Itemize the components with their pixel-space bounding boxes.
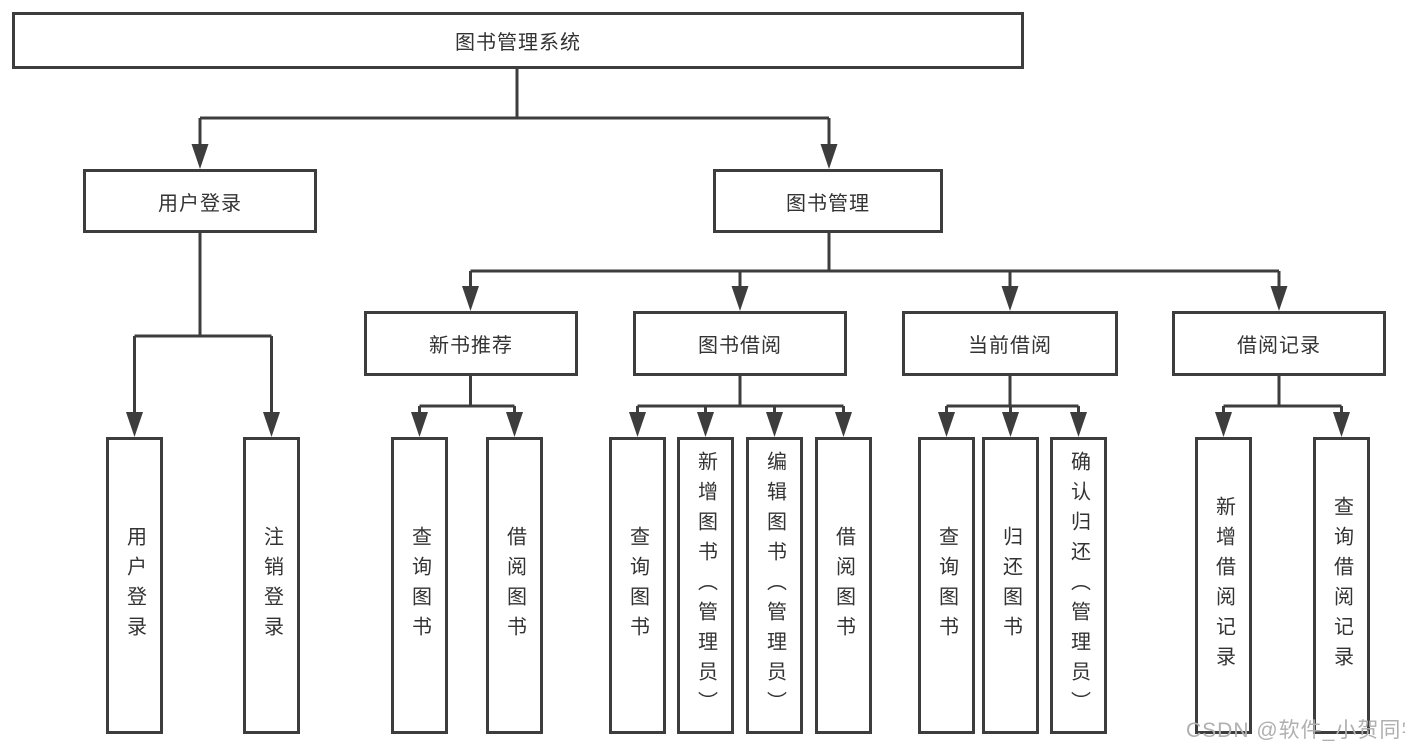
leaf-add-borrow-record: 新增借阅记录 (1195, 437, 1252, 734)
leaf-label: 新增借阅记录 (1212, 495, 1235, 676)
arrow-down-icon (1001, 286, 1019, 311)
csdn-watermark: CSDN @软件_小贺同学 (1186, 719, 1405, 742)
connector-user-login-to-leaves (126, 233, 280, 437)
leaf-label: 归还图书 (999, 525, 1022, 646)
node-new-book-recommend: 新书推荐 (364, 311, 578, 376)
arrow-down-icon (697, 412, 714, 437)
leaf-return-books: 归还图书 (982, 437, 1039, 734)
leaf-label: 用户登录 (123, 525, 146, 646)
leaf-label: 查询借阅记录 (1330, 495, 1353, 676)
connector-borrow-records-to-leaves (1215, 376, 1350, 437)
leaf-query-books-recommend: 查询图书 (391, 437, 448, 734)
connector-book-management-to-level3 (462, 232, 1288, 311)
leaf-label: 查询图书 (408, 525, 431, 646)
arrow-down-icon (411, 412, 428, 437)
leaf-user-login: 用户登录 (106, 437, 163, 734)
arrow-down-icon (731, 286, 749, 311)
arrow-down-icon (1270, 286, 1288, 311)
leaf-borrow-books: 借阅图书 (815, 437, 872, 734)
leaf-logout: 注销登录 (243, 437, 300, 734)
leaf-confirm-return-admin: 确认归还（管理员） (1050, 437, 1107, 734)
leaf-add-book-admin: 新增图书（管理员） (677, 437, 734, 734)
arrow-down-icon (766, 412, 783, 437)
connector-new-book-rec-to-leaves (411, 376, 523, 437)
arrow-down-icon (1215, 412, 1232, 437)
leaf-borrow-books-recommend: 借阅图书 (486, 437, 543, 734)
arrow-down-icon (1070, 412, 1087, 437)
arrow-down-icon (820, 144, 838, 169)
arrow-down-icon (506, 412, 523, 437)
node-book-management: 图书管理 (713, 169, 943, 233)
connector-root-to-level2 (191, 68, 838, 169)
arrow-down-icon (1333, 412, 1350, 437)
leaf-query-books-current: 查询图书 (918, 437, 975, 734)
arrow-down-icon (462, 286, 479, 311)
leaf-label: 注销登录 (260, 525, 283, 646)
leaf-label: 新增图书（管理员） (694, 450, 717, 721)
connector-current-borrow-to-leaves (938, 376, 1087, 437)
leaf-label: 编辑图书（管理员） (763, 450, 786, 721)
leaf-label: 查询图书 (626, 525, 649, 646)
leaf-label: 确认归还（管理员） (1067, 450, 1090, 721)
arrow-down-icon (629, 412, 646, 437)
leaf-label: 借阅图书 (503, 525, 526, 646)
arrow-down-icon (191, 144, 209, 169)
node-book-borrow: 图书借阅 (633, 311, 847, 376)
connector-book-borrow-to-leaves (629, 376, 852, 437)
arrow-down-icon (938, 412, 955, 437)
arrow-down-icon (126, 412, 143, 437)
leaf-edit-book-admin: 编辑图书（管理员） (746, 437, 803, 734)
arrow-down-icon (263, 412, 280, 437)
leaf-label: 借阅图书 (832, 525, 855, 646)
node-user-login: 用户登录 (83, 169, 317, 233)
node-book-management-system: 图书管理系统 (12, 12, 1024, 69)
arrow-down-icon (1002, 412, 1019, 437)
node-borrow-records: 借阅记录 (1172, 311, 1386, 376)
arrow-down-icon (835, 412, 852, 437)
node-current-borrow: 当前借阅 (902, 311, 1118, 376)
leaf-label: 查询图书 (935, 525, 958, 646)
leaf-query-books-borrow: 查询图书 (609, 437, 666, 734)
leaf-query-borrow-record: 查询借阅记录 (1313, 437, 1370, 734)
